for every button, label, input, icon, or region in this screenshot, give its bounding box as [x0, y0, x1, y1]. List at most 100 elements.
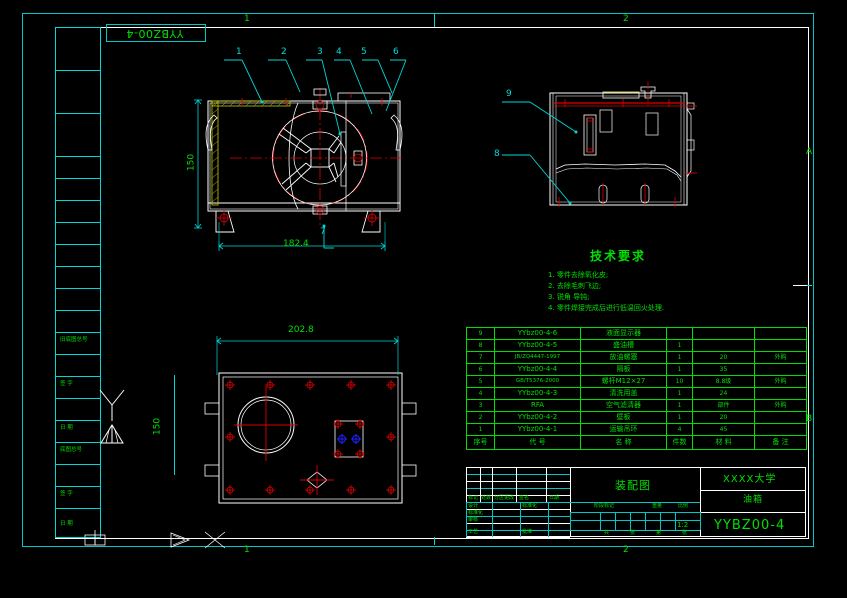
title-block-sub-hline: [570, 512, 700, 513]
left-margin-row-divider: [55, 332, 101, 333]
parts-material: 45: [692, 423, 755, 436]
left-margin-row-divider: [55, 464, 101, 465]
title-block-row-label: 工艺: [468, 529, 479, 535]
parts-no: 9: [466, 327, 495, 340]
title-block-rev-header: 签名: [519, 495, 530, 501]
title-block-vline: [492, 502, 493, 537]
title-tag-text: YYBZ00-4: [126, 27, 184, 40]
parts-material: 24: [692, 387, 755, 400]
title-block-hline: [466, 537, 570, 538]
top-view: [204, 372, 417, 504]
parts-list-header-row: 序号代 号名 称件数材 料备 注: [466, 435, 807, 450]
title-block-vline: [520, 502, 521, 537]
left-margin-row-divider: [55, 70, 101, 71]
parts-code: YYbz00-4-4: [494, 363, 581, 376]
front-callout-7: 7: [320, 227, 326, 237]
front-dim-width-label: 182.4: [283, 239, 309, 249]
top-dim-height-line: [174, 375, 175, 475]
title-block-vline: [516, 467, 517, 502]
left-margin-label: 旧底图总号: [60, 337, 88, 343]
parts-list-header-cell: 材 料: [692, 435, 755, 450]
parts-no: 2: [466, 411, 495, 424]
title-block-row-label: 批准: [522, 529, 533, 535]
title-block-hline: [466, 481, 570, 482]
side-callout-8: 8: [494, 149, 500, 159]
title-block-sub-hline: [570, 520, 700, 521]
parts-qty: 1: [666, 411, 693, 424]
parts-no: 1: [466, 423, 495, 436]
left-margin-symbols: [99, 389, 125, 444]
title-block-sub-hline: [570, 530, 700, 531]
title-block-divider: [700, 512, 806, 513]
zone-divider-vertical: [434, 537, 435, 545]
parts-qty: 4: [666, 423, 693, 436]
tech-requirement-item: 3. 锐角 导钝;: [548, 293, 590, 301]
left-margin-row-divider: [55, 200, 101, 201]
parts-material: 20: [692, 411, 755, 424]
tech-requirements-heading: 技术要求: [590, 249, 647, 263]
parts-list-header-cell: 名 称: [580, 435, 667, 450]
front-callout-3: 3: [317, 47, 323, 57]
parts-no: 8: [466, 339, 495, 352]
zone-divider-vertical: [434, 13, 435, 27]
title-block-hline: [466, 516, 570, 517]
left-margin-row-divider: [55, 222, 101, 223]
zone-marker-top-1: 1: [244, 14, 250, 24]
zone-divider-horizontal: [807, 285, 812, 286]
front-dim-height-label: 150: [186, 153, 197, 172]
title-block-vline: [480, 467, 481, 502]
left-margin-row-divider: [55, 310, 101, 311]
parts-remark: [754, 363, 807, 376]
title-block-row-label: 标准化: [468, 510, 484, 516]
title-block-hline: [466, 530, 570, 531]
parts-code: GB/T5376-2000: [494, 375, 581, 388]
title-block-divider: [700, 467, 701, 537]
top-dim-height-label: 150: [152, 417, 163, 436]
title-block-row-label: 审核: [468, 517, 479, 523]
title-block-vline: [466, 467, 467, 502]
parts-code: RFA: [494, 399, 581, 412]
front-dim-width: [218, 222, 386, 251]
left-margin-row-divider: [55, 398, 101, 399]
parts-material: 部件: [692, 399, 755, 412]
zone-marker-right-b: B: [806, 414, 813, 424]
title-block-divider: [700, 490, 806, 491]
title-block-sub-vline: [570, 512, 571, 530]
institution-label: XXXX大学: [723, 474, 777, 485]
parts-remark: 外购: [754, 351, 807, 364]
front-view-callout-leaders: [224, 59, 407, 249]
left-margin-row-divider: [55, 156, 101, 157]
parts-qty: 1: [666, 399, 693, 412]
title-block-sub-vline: [675, 512, 676, 530]
front-callout-1: 1: [236, 47, 242, 57]
parts-qty: 1: [666, 387, 693, 400]
title-block-row-label: 阶段标记: [594, 503, 615, 509]
parts-code: YYbz00-4-6: [494, 327, 581, 340]
front-callout-5: 5: [361, 47, 367, 57]
title-tag-box: [106, 24, 206, 42]
side-callout-9: 9: [506, 89, 512, 99]
title-block-hline: [466, 474, 570, 475]
title-block-hline: [466, 502, 570, 503]
parts-material: 35: [692, 363, 755, 376]
left-margin-label: 签 字: [60, 491, 73, 497]
parts-name: 螺杆M12×27: [580, 375, 667, 388]
parts-remark: [754, 423, 807, 436]
left-margin-row-divider: [55, 486, 101, 487]
parts-name: 放油螺塞: [580, 351, 667, 364]
zone-marker-bottom-1: 1: [244, 545, 250, 555]
title-block-sheet-label: 共: [604, 530, 610, 536]
left-margin-row-divider: [55, 27, 101, 28]
parts-qty: [666, 327, 693, 340]
parts-no: 3: [466, 399, 495, 412]
title-block-sub-vline: [600, 512, 601, 530]
left-margin-line: [100, 27, 101, 537]
tech-requirement-item: 1. 零件去除氧化皮;: [548, 271, 609, 279]
parts-material: 20: [692, 351, 755, 364]
left-margin-row-divider: [55, 288, 101, 289]
